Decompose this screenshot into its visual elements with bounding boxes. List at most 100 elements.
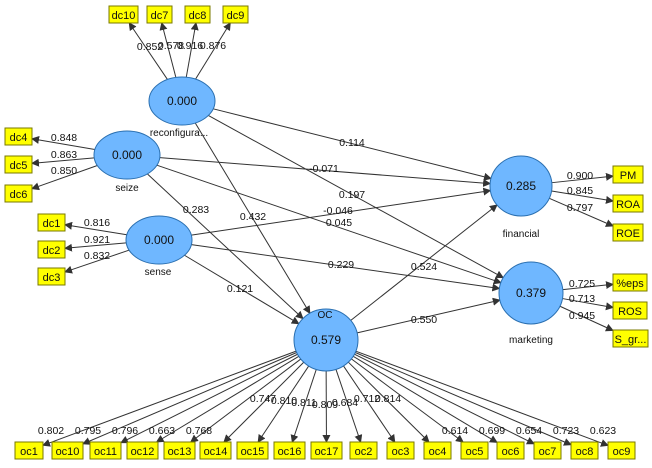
latent-r-squared-value: 0.285 — [506, 179, 536, 193]
indicator-oc5[interactable]: oc5 — [460, 441, 489, 460]
indicator-oc4[interactable]: oc4 — [423, 441, 452, 460]
indicator-box — [273, 441, 306, 460]
indicator-label: dc3 — [43, 272, 61, 284]
indicator-box — [89, 441, 122, 460]
loading-value-dc6: 0.850 — [51, 165, 77, 177]
indicator-box — [570, 441, 599, 460]
loading-value-oc6: 0.699 — [479, 425, 505, 437]
indicator-box — [612, 273, 648, 292]
indicator-box — [612, 165, 644, 184]
indicator-oc1[interactable]: oc1 — [14, 441, 44, 460]
loading-value-oc3: 0.712 — [354, 393, 380, 405]
indicator-box — [386, 441, 415, 460]
indicator-oc12[interactable]: oc12 — [126, 441, 159, 460]
loading-value-oc10: 0.795 — [75, 425, 101, 437]
indicator-dc5[interactable]: dc5 — [4, 155, 33, 174]
indicator-dc7[interactable]: dc7 — [146, 5, 173, 24]
indicator-oc11[interactable]: oc11 — [89, 441, 122, 460]
indicator-dc1[interactable]: dc1 — [37, 213, 66, 232]
loading-value-oc5: 0.614 — [442, 425, 468, 437]
indicator-label: oc1 — [20, 446, 38, 458]
indicator-box — [199, 441, 232, 460]
path-coefficient-oc-to-financial: 0.524 — [411, 261, 437, 273]
loading-arrow-oc16 — [290, 369, 317, 443]
latent-ellipse — [125, 215, 193, 265]
indicator-box — [146, 5, 173, 24]
loading-arrow-%eps — [562, 281, 614, 291]
indicator-box — [37, 213, 66, 232]
path-arrow-sense-to-oc — [184, 254, 300, 325]
indicator-oc10[interactable]: oc10 — [51, 441, 84, 460]
latent-reconfig[interactable]: 0.000reconfigura... — [148, 76, 216, 139]
loading-value-dc9: 0.876 — [200, 40, 226, 52]
indicator-oc2[interactable]: oc2 — [349, 441, 378, 460]
indicator-box — [108, 5, 139, 24]
indicator-ROE[interactable]: ROE — [612, 223, 644, 242]
indicator-label: ROS — [618, 306, 642, 318]
indicator-oc17[interactable]: oc17 — [310, 441, 343, 460]
path-arrow-oc-to-marketing — [357, 297, 501, 334]
indicator-label: dc1 — [43, 218, 61, 230]
indicator-label: oc16 — [278, 446, 302, 458]
latent-name: financial — [503, 229, 540, 240]
indicator-oc9[interactable]: oc9 — [607, 441, 636, 460]
indicator-label: S_gr... — [615, 334, 647, 346]
indicator-label: dc8 — [189, 10, 207, 22]
loading-arrow-dc9 — [195, 22, 231, 80]
indicator-oc8[interactable]: oc8 — [570, 441, 599, 460]
indicator-dc6[interactable]: dc6 — [4, 184, 33, 203]
loading-arrow-oc12 — [155, 355, 300, 443]
indicator-box — [310, 441, 343, 460]
indicator-label: oc11 — [94, 446, 117, 458]
indicator-oc7[interactable]: oc7 — [533, 441, 562, 460]
loading-arrow-oc13 — [189, 358, 302, 443]
indicator-PM[interactable]: PM — [612, 165, 644, 184]
loading-value-dc4: 0.848 — [51, 132, 77, 144]
loading-value-oc16: 0.811 — [291, 397, 317, 409]
latent-r-squared-value: 0.579 — [311, 333, 341, 347]
indicator-oc14[interactable]: oc14 — [199, 441, 232, 460]
indicator-dc2[interactable]: dc2 — [37, 240, 66, 259]
indicator-label: dc7 — [151, 10, 169, 22]
latent-r-squared-value: 0.000 — [167, 94, 197, 108]
loading-value-dc2: 0.921 — [84, 234, 110, 246]
indicator-label: ROA — [616, 199, 641, 211]
indicator-oc15[interactable]: oc15 — [236, 441, 269, 460]
indicator-ROA[interactable]: ROA — [612, 194, 644, 213]
indicator-%eps[interactable]: %eps — [612, 273, 648, 292]
indicator-box — [612, 194, 644, 213]
indicator-oc6[interactable]: oc6 — [496, 441, 525, 460]
indicator-oc16[interactable]: oc16 — [273, 441, 306, 460]
indicator-label: %eps — [616, 278, 644, 290]
latent-name: seize — [115, 183, 139, 194]
path-coefficient-sense-to-marketing: 0.229 — [328, 259, 354, 271]
indicator-label: oc10 — [56, 446, 80, 458]
indicator-label: oc13 — [168, 446, 192, 458]
indicator-dc9[interactable]: dc9 — [222, 5, 249, 24]
indicator-dc3[interactable]: dc3 — [37, 267, 66, 286]
indicator-label: oc9 — [613, 446, 631, 458]
indicator-dc8[interactable]: dc8 — [184, 5, 211, 24]
path-arrow-reconfig-to-oc — [194, 122, 311, 315]
indicator-oc13[interactable]: oc13 — [163, 441, 196, 460]
indicator-dc10[interactable]: dc10 — [108, 5, 139, 24]
indicator-dc4[interactable]: dc4 — [4, 127, 33, 146]
loading-arrow-dc6 — [31, 165, 98, 191]
path-arrow-seize-to-oc — [146, 173, 304, 320]
indicator-ROS[interactable]: ROS — [612, 301, 648, 320]
indicator-box — [37, 267, 66, 286]
latent-financial[interactable]: 0.285 financial — [489, 155, 553, 240]
loading-arrow-oc6 — [352, 355, 498, 443]
indicator-box — [163, 441, 196, 460]
loading-value-oc12: 0.663 — [149, 425, 175, 437]
path-arrow-reconfig-to-marketing — [208, 115, 505, 279]
path-coefficient-oc-to-marketing: 0.550 — [411, 314, 437, 326]
loading-arrow-oc9 — [355, 350, 609, 447]
indicator-oc3[interactable]: oc3 — [386, 441, 415, 460]
indicator-box — [184, 5, 211, 24]
indicator-S_gr...[interactable]: S_gr... — [612, 329, 649, 348]
